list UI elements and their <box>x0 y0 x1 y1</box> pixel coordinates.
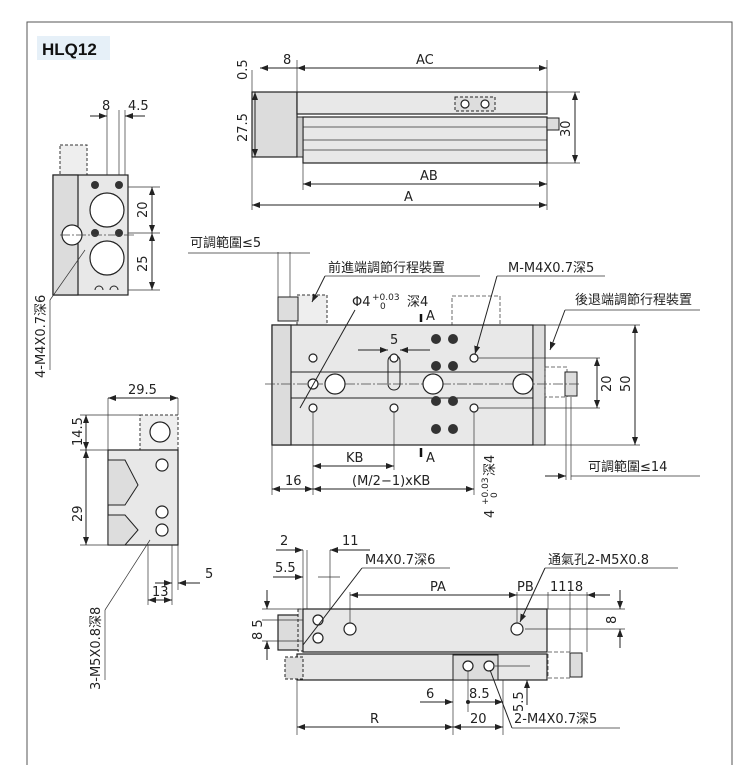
tap-holes <box>308 334 479 434</box>
top-dim-8: 8 <box>283 53 291 68</box>
front-dim-2: 2 <box>280 534 288 549</box>
end-dim-5: 5 <box>205 567 213 582</box>
top-dim-0-5: 0.5 <box>236 59 251 80</box>
plan-view: A A 可調範圍≤5 前進端調節行程裝置 M-M4X0.7深5 Φ4 +0.03… <box>188 236 700 518</box>
end-dim-14-5: 14.5 <box>71 417 86 446</box>
side-tap-note: 4-M4X0.7深6 <box>34 295 49 378</box>
front-dim-5-5: 5.5 <box>275 561 296 576</box>
bottom-tap-label: 2-M4X0.7深5 <box>514 712 597 727</box>
pin-hole-dia: Φ4 <box>352 295 371 310</box>
pin-hole-tol-upper: +0.03 <box>372 293 400 303</box>
front-stroke-adjuster-label: 前進端調節行程裝置 <box>328 260 445 276</box>
slot-tol-lower: 0 <box>490 492 500 498</box>
pin-hole-depth: 深4 <box>407 295 428 310</box>
front-dim-5-5b: 5.5 <box>512 691 527 712</box>
end-view: 29.5 14.5 29 5 13 3-M5X0.8深8 <box>71 383 213 690</box>
front-dim-pb: PB <box>517 580 534 595</box>
front-view: 2 11 5.5 M4X0.7深6 通氣孔2-M5X0.8 PA PB 1118… <box>251 534 678 735</box>
plan-dim-kb: KB <box>346 451 363 466</box>
rear-stroke-adjuster-label: 後退端調節行程裝置 <box>575 293 692 308</box>
top-dim-ac: AC <box>416 53 434 68</box>
title-badge <box>37 36 110 60</box>
top-view: 8 AC 0.5 27.5 30 AB A <box>236 53 580 210</box>
slot-depth: 深4 <box>483 455 498 476</box>
front-dim-8: 8 <box>605 616 620 624</box>
front-dim-8-5: 8 5 <box>251 619 266 640</box>
slot-dim: 4 <box>483 510 498 518</box>
section-a-bottom: A <box>426 451 435 466</box>
vent-port-label: 通氣孔2-M5X0.8 <box>548 553 649 568</box>
end-dim-29: 29 <box>71 505 86 522</box>
side-dim-8: 8 <box>102 99 110 114</box>
section-a-top: A <box>426 309 435 324</box>
side-dim-25: 25 <box>136 255 151 272</box>
plan-dim-16: 16 <box>285 474 302 489</box>
front-dim-11: 11 <box>342 534 359 549</box>
model-title: HLQ12 <box>42 40 97 59</box>
tap-m-label: M-M4X0.7深5 <box>508 261 594 276</box>
front-dim-r: R <box>370 712 379 727</box>
front-dim-20: 20 <box>470 712 487 727</box>
pin-hole-tol-lower: 0 <box>380 302 386 312</box>
end-dim-13: 13 <box>152 585 169 600</box>
front-dim-pa: PA <box>430 580 446 595</box>
end-dim-29-5: 29.5 <box>128 383 157 398</box>
rear-adjust-range: 可調範圍≤14 <box>588 460 667 475</box>
side-dim-4-5: 4.5 <box>128 99 149 114</box>
plan-dim-20: 20 <box>600 375 615 392</box>
top-dim-30: 30 <box>559 120 574 137</box>
front-dim-8-5b: 8.5 <box>469 687 490 702</box>
front-adjust-range: 可調範圍≤5 <box>190 236 261 251</box>
front-dim-1118: 1118 <box>550 580 583 595</box>
end-tap-note: 3-M5X0.8深8 <box>89 607 104 690</box>
top-dim-a: A <box>404 190 413 205</box>
slot-tol-upper: +0.03 <box>481 477 491 505</box>
side-view: 8 4.5 20 25 4-M4X0.7深6 <box>34 99 160 378</box>
plan-dim-m2kb: (M/2−1)xKB <box>352 474 430 489</box>
side-tap-label: M4X0.7深6 <box>365 553 435 568</box>
drawing-frame <box>26 21 733 765</box>
front-dim-6: 6 <box>426 687 434 702</box>
top-dim-ab: AB <box>420 169 438 184</box>
plan-dim-50: 50 <box>619 375 634 392</box>
plan-dim-5: 5 <box>390 333 398 348</box>
side-dim-20: 20 <box>136 201 151 218</box>
top-dim-27-5: 27.5 <box>236 113 251 142</box>
